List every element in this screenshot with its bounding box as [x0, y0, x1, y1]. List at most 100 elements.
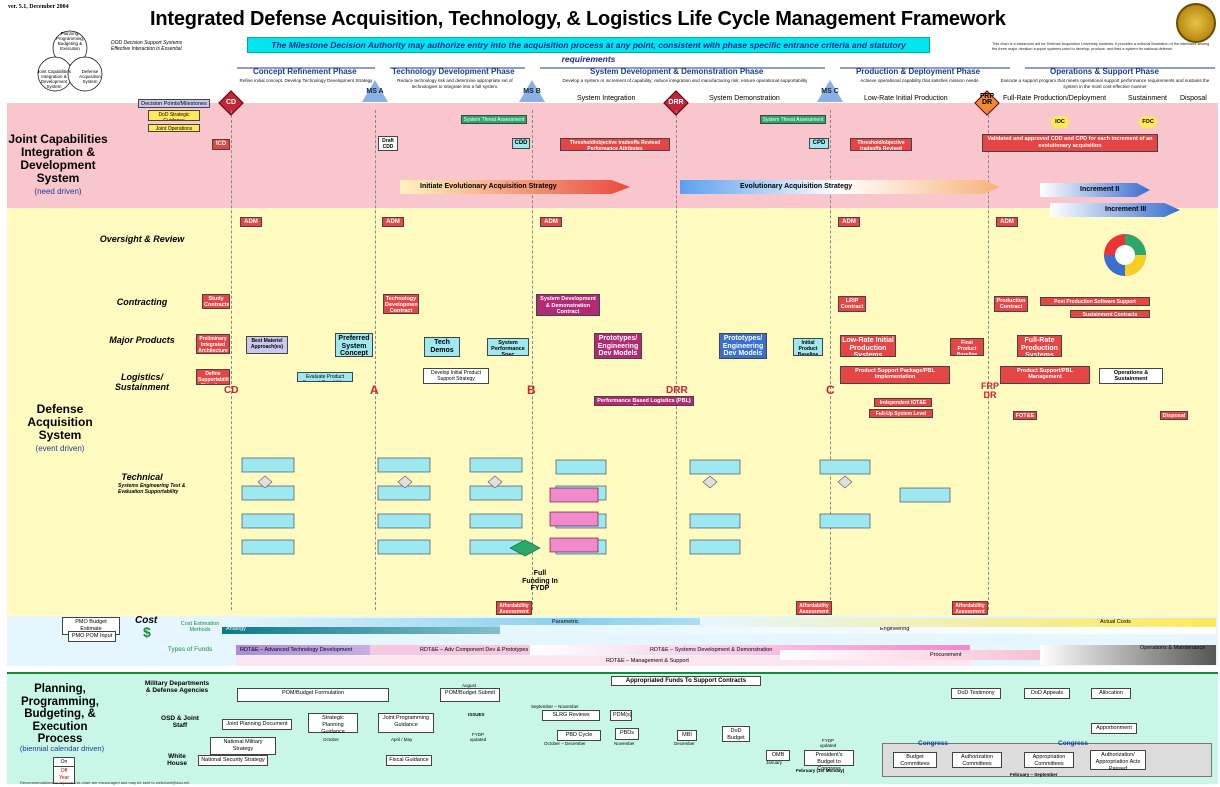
cd-line [231, 110, 232, 610]
fydp-updated-1: FYDP updated [469, 732, 487, 742]
joint-operations-concepts: Joint Operations Concepts [148, 124, 200, 132]
ppbe-row-label: Planning, Programming, Budgeting, & Exec… [21, 683, 99, 745]
threat-assessment-1: System Threat Assessment [461, 115, 527, 124]
product-support-mgmt: Product Support/PBL Management [1000, 366, 1090, 384]
dau-seal-icon [1176, 3, 1216, 43]
sdd-contract: System Development & Demonstration Contr… [536, 294, 600, 316]
a-letter: A [370, 383, 379, 397]
appropriated-funds: Appropriated Funds To Support Contracts [611, 676, 761, 686]
omb-box: OMB [766, 750, 790, 761]
engineering-bar: Engineering [500, 625, 1216, 634]
dss-venn-diagram [37, 30, 103, 92]
final-product-baseline: Final Product Baseline [950, 338, 984, 356]
post-production-contracts: Post Production Software Support Contrac… [1040, 297, 1150, 306]
initiate-evolutionary-arrow: Initiate Evolutionary Acquisition Strate… [400, 180, 630, 194]
product-support-pbl: Product Support Package/PBL Implementati… [840, 366, 950, 384]
prototypes-2: Prototypes/ Engineering Dev Models [719, 333, 767, 359]
define-supportability: Define Supportability Objectives [196, 369, 230, 385]
venn-jcids-label: Joint Capabilities Integration & Develop… [36, 69, 72, 89]
phase-arrows [237, 67, 1215, 69]
prototypes-1: Prototypes/ Engineering Dev Models [594, 333, 642, 359]
om-bar: Operations & Maintenance [1040, 645, 1216, 665]
cpd-box: CPD [809, 138, 829, 149]
august-label: August [462, 683, 477, 688]
appropriation-committees: Appropriation Committees [1024, 752, 1074, 768]
allocation-box: Allocation [1091, 688, 1131, 699]
icd-box: ICD [212, 139, 230, 150]
venn-ppbe-label: Planning, Programming, Budgeting & Execu… [55, 31, 85, 51]
phase-sdd: System Development & Demonstration Phase [590, 67, 764, 76]
oversight-label: Oversight & Review [99, 234, 185, 244]
dod-appeals: DoD Appeals [1024, 688, 1070, 699]
phase-prod-desc: Achieve operational capability that sati… [860, 78, 980, 83]
pom-budget-submit: POM/Budget Submit [440, 688, 500, 702]
pdms-box: PDM(s) [610, 710, 632, 721]
major-products-label: Major Products [109, 335, 175, 345]
evaluate-product-support: Evaluate Product Support Capabilities [297, 372, 353, 382]
ms-b-line [532, 110, 533, 610]
final-pbds: PBDs [615, 728, 639, 740]
pom-budget-formulation: POM/Budget Formulation [237, 688, 389, 702]
feb-first-monday: February (1st Monday) [796, 768, 845, 773]
subphase-system-demonstration: System Demonstration [709, 95, 780, 102]
cost-label: Cost [135, 615, 158, 626]
preliminary-architecture: Preliminary Integrated Architecture [196, 334, 230, 354]
frp-label: FRP DR [980, 93, 994, 106]
phase-production-deployment: Production & Deployment Phase [856, 67, 981, 76]
contracting-label: Contracting [116, 297, 168, 307]
lrip-contract: LRIP Contract [838, 296, 866, 312]
adm-box-1: ADM [240, 217, 262, 227]
sep-nov-label: September – November [531, 704, 579, 709]
joint-programming-guidance: Joint Programming Guidance [378, 713, 434, 733]
ms-c-triangle [817, 80, 843, 102]
b-letter: B [527, 383, 536, 397]
procurement-bar: Procurement [780, 650, 1110, 660]
ms-a-label: MS A [366, 88, 384, 95]
funds-label: Types of Funds [167, 646, 213, 653]
subphase-frp: Full-Rate Production/Deployment [1003, 95, 1107, 102]
draft-cdd-box: Draft CDD [378, 136, 398, 151]
dod-testimony: DoD Testimony [951, 688, 1001, 699]
technical-sub-label: Systems Engineering Test & Evaluation Su… [118, 483, 186, 495]
rdte-sdd-bar: RDT&E – Systems Development & Demonstrat… [530, 645, 970, 655]
fydp-updated-2: FYDP updated [819, 738, 837, 748]
drr-line [676, 110, 677, 610]
frp-letter: FRP DR [981, 381, 999, 400]
drr-label: DRR [668, 99, 684, 106]
technical-label: Technical [121, 472, 163, 482]
mbi-box: MBI [677, 730, 697, 741]
phase-sdd-desc: Develop a system or increment of capabil… [562, 78, 808, 83]
osd-label: OSD & Joint Staff [161, 715, 199, 729]
november-label: November [614, 741, 635, 746]
dollar-icon: $ [143, 624, 151, 640]
joint-planning-document: Joint Planning Document [222, 719, 292, 730]
off-year-key: Off Year [53, 766, 75, 784]
ops-sustainment: Operations & Sustainment [1099, 368, 1163, 384]
cd-label: CD [225, 99, 237, 106]
ms-b-label: MS B [523, 88, 541, 95]
ms-c-line [830, 110, 831, 610]
frp-line [988, 110, 989, 610]
white-house-label: White House [167, 753, 187, 767]
mda-banner: The Milestone Decision Authority may aut… [247, 37, 930, 64]
best-materiel-approach: Best Materiel Approach(es) [246, 336, 288, 354]
pmo-pom-input: PMO POM Input [68, 631, 116, 642]
adm-box-3: ADM [540, 217, 562, 227]
dss-note: DOD Decision Support Systems Effective I… [111, 40, 183, 52]
foc-marker: FOC [1138, 116, 1158, 128]
apportionment-box: Apportionment [1091, 723, 1137, 734]
subphase-system-integration: System Integration [577, 95, 636, 102]
ioc-marker: IOC [1050, 116, 1070, 128]
feb-sep-label: February – September [1010, 772, 1058, 777]
congress-label-1: Congress [918, 740, 948, 747]
phase-ops-desc: Execute a support program that meets ope… [1000, 78, 1210, 89]
subphase-disposal: Disposal [1180, 95, 1207, 102]
fiscal-guidance: Fiscal Guidance [386, 755, 432, 766]
affordability-1: Affordability Assessment [496, 601, 532, 615]
subphase-sustainment: Sustainment [1128, 95, 1167, 102]
adm-box-5: ADM [996, 217, 1018, 227]
evolutionary-arrow: Evolutionary Acquisition Strategy [680, 180, 1000, 194]
pbd-cycle: PBD Cycle [557, 730, 601, 741]
initial-support-strategy: Develop Initial Product Support Strategy [423, 368, 489, 384]
december-label: December [674, 741, 695, 746]
